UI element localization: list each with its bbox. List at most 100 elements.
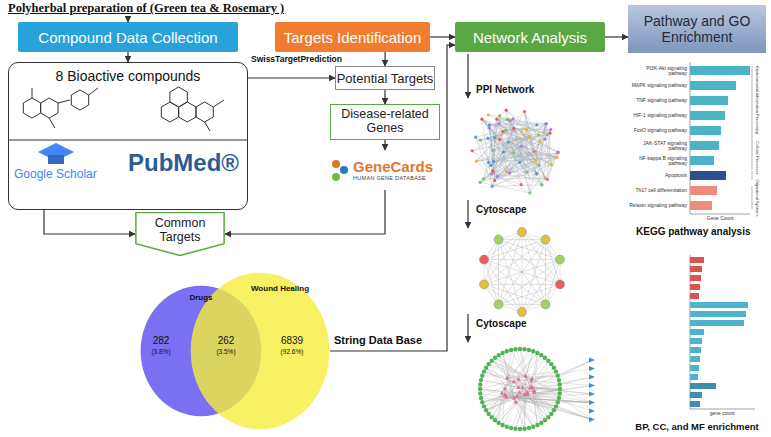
- target-node: [543, 418, 547, 422]
- ppi-edge: [525, 112, 540, 166]
- result-shield: Common Targets: [135, 212, 225, 256]
- ppi-edge: [530, 153, 558, 193]
- process-box: Potential Targets: [335, 66, 435, 90]
- hub-node: [518, 228, 527, 237]
- network-edge: [532, 379, 592, 420]
- ppi-edge: [488, 138, 539, 165]
- node-text: Compound Data Collection: [38, 29, 217, 46]
- ppi-edge: [514, 153, 522, 185]
- ppi-node: [502, 151, 505, 154]
- shield-outline: [136, 212, 224, 255]
- network-edge: [517, 396, 592, 420]
- ppi-node: [495, 118, 498, 121]
- text-label: Cytoscape: [476, 204, 546, 215]
- molecule-bond: [205, 122, 210, 131]
- compound-node: [518, 390, 522, 394]
- header-box: Targets Identification: [275, 22, 430, 52]
- text-label: (92.6%): [272, 348, 312, 355]
- go-bar: [690, 374, 698, 380]
- ppi-edge: [492, 185, 542, 186]
- ppi-node: [488, 124, 491, 127]
- ppi-node: [493, 136, 496, 139]
- text-label: HIF-1 signaling pathway: [627, 110, 687, 121]
- hub-node: [480, 280, 489, 289]
- target-node: [558, 382, 562, 386]
- divider-line: [8, 140, 248, 141]
- text-label: Environmental Information Processing: [755, 60, 759, 140]
- text-label: KEGG pathway analysis: [636, 226, 760, 237]
- target-node: [546, 359, 550, 363]
- text-label: gene count: [697, 411, 747, 417]
- target-node: [535, 423, 539, 427]
- target-node: [509, 426, 513, 430]
- ppi-node: [512, 151, 515, 154]
- ppi-node: [493, 179, 496, 182]
- network-edge: [480, 389, 525, 395]
- ppi-edge: [497, 177, 521, 185]
- ppi-edge: [545, 139, 552, 165]
- text-label: PubMed®: [128, 150, 246, 176]
- target-node: [522, 427, 526, 431]
- go-bar: [690, 383, 716, 389]
- kegg-bar: [690, 141, 719, 150]
- hub-edge: [484, 284, 546, 304]
- genecards-icon: [332, 173, 340, 181]
- connector: [384, 52, 385, 66]
- molecule-ring: [71, 90, 88, 110]
- connector: [384, 90, 385, 104]
- text-label: Cellular Processes: [755, 138, 759, 178]
- network-edge: [495, 395, 505, 420]
- go-bar: [690, 365, 699, 371]
- ppi-edge: [482, 119, 527, 172]
- ppi-node: [471, 149, 474, 152]
- target-node: [513, 347, 517, 351]
- compound-node: [532, 388, 536, 392]
- go-bar: [690, 329, 704, 335]
- ppi-node: [557, 150, 560, 153]
- text-label: PI3K-Akt signaling pathway: [627, 65, 687, 76]
- pathway-node: [589, 417, 595, 422]
- ppi-edge: [497, 152, 534, 177]
- molecule-ring: [196, 102, 213, 122]
- kegg-bar: [690, 81, 736, 90]
- node-text: Common Targets: [139, 217, 221, 245]
- hub-node: [480, 255, 489, 264]
- node-text: Drugs: [189, 293, 212, 302]
- network-edge: [482, 375, 526, 376]
- ppi-node: [487, 161, 490, 164]
- ppi-node: [546, 133, 549, 136]
- target-node: [556, 400, 560, 404]
- ppi-node: [474, 136, 477, 139]
- ppi-edge: [539, 124, 546, 166]
- ppi-edge: [522, 132, 537, 174]
- ppi-edge: [492, 166, 539, 187]
- compound-panel: 8 Bioactive compounds: [8, 62, 248, 210]
- target-node: [531, 425, 535, 429]
- hub-node: [556, 280, 565, 289]
- target-node: [557, 378, 561, 382]
- target-node: [543, 356, 547, 360]
- ppi-node: [491, 185, 494, 188]
- network-edge: [486, 391, 534, 411]
- ppi-edge: [489, 125, 494, 180]
- ppi-node: [520, 145, 523, 148]
- compound-node: [525, 390, 529, 394]
- pathway-node: [589, 358, 595, 363]
- network-edge: [505, 389, 592, 420]
- target-node: [539, 421, 543, 425]
- kegg-bar: [690, 201, 712, 210]
- ppi-edge: [480, 135, 539, 182]
- text-label: NF-kappa B signaling pathway: [627, 155, 687, 166]
- hub-edge: [484, 232, 522, 284]
- text-label: BP, CC, and MF enrichment: [626, 422, 768, 432]
- network-edge: [499, 393, 502, 423]
- target-node: [527, 426, 531, 430]
- go-bar: [690, 356, 700, 362]
- hub-edge: [499, 240, 546, 305]
- kegg-bar: [690, 171, 726, 180]
- pathway-node: [589, 392, 595, 397]
- ppi-node: [508, 172, 511, 175]
- text-label: 282: [141, 335, 181, 346]
- compound-node: [512, 380, 516, 384]
